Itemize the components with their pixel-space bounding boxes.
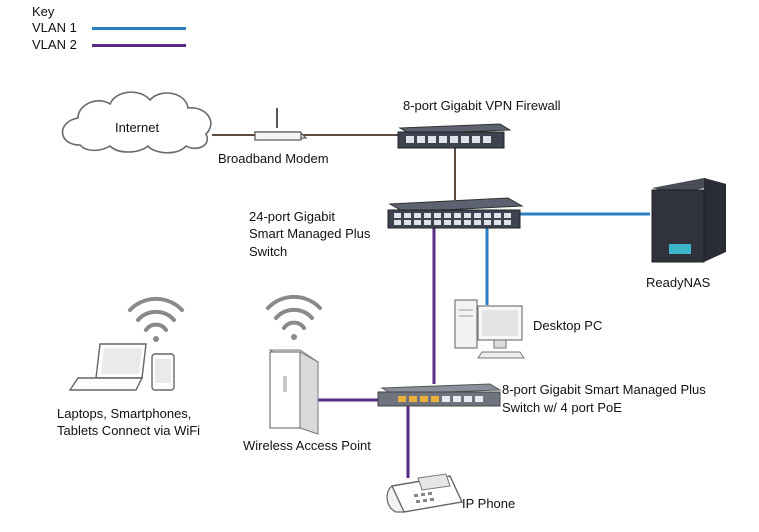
switch24-icon [387, 197, 524, 229]
label-desktop-pc: Desktop PC [533, 318, 603, 333]
port [453, 396, 461, 402]
label-switch24-line3: Switch [249, 244, 288, 259]
label-switch8-line1: 8-port Gigabit Smart Managed Plus [502, 382, 706, 397]
port [444, 220, 451, 225]
label-readynas: ReadyNAS [646, 275, 711, 290]
port [494, 220, 501, 225]
laptop-icon [68, 343, 147, 391]
wifi-icon-clients [128, 296, 184, 342]
port [484, 213, 491, 218]
switch8-poe-icon [377, 383, 502, 407]
label-switch8-line2: Switch w/ 4 port PoE [502, 400, 622, 415]
port [414, 213, 421, 218]
port [454, 213, 461, 218]
port [394, 220, 401, 225]
port [483, 136, 491, 143]
readynas-icon [651, 178, 726, 263]
port [431, 396, 439, 402]
port [428, 136, 436, 143]
legend-label-vlan1: VLAN 1 [32, 20, 77, 35]
legend-title: Key [32, 4, 55, 19]
port [439, 136, 447, 143]
port [414, 220, 421, 225]
broadband-modem-icon [253, 108, 308, 141]
port [434, 220, 441, 225]
port [484, 220, 491, 225]
port [442, 396, 450, 402]
label-broadband-modem: Broadband Modem [218, 151, 329, 166]
port [424, 213, 431, 218]
port [434, 213, 441, 218]
wifi-icon-ap [266, 294, 322, 340]
label-switch24-line1: 24-port Gigabit [249, 209, 335, 224]
wireless-access-point-icon [268, 349, 320, 435]
vpn-firewall-icon [397, 123, 512, 149]
ip-phone-icon [386, 473, 464, 513]
port [406, 136, 414, 143]
port [404, 213, 411, 218]
port [472, 136, 480, 143]
port [475, 396, 483, 402]
port [504, 213, 511, 218]
port [461, 136, 469, 143]
port [474, 213, 481, 218]
label-clients-line1: Laptops, Smartphones, [57, 406, 192, 421]
port [398, 396, 406, 402]
label-ip-phone: IP Phone [462, 496, 516, 511]
port [424, 220, 431, 225]
port [474, 220, 481, 225]
label-wireless-access-point: Wireless Access Point [243, 438, 371, 453]
label-vpn-firewall: 8-port Gigabit VPN Firewall [403, 98, 561, 113]
label-switch24-line2: Smart Managed Plus [249, 226, 371, 241]
port [494, 213, 501, 218]
legend-line-vlan2 [92, 44, 186, 47]
internet-cloud-icon [61, 91, 212, 154]
port [444, 213, 451, 218]
port [504, 220, 511, 225]
port [404, 220, 411, 225]
port [454, 220, 461, 225]
port [394, 213, 401, 218]
desktop-pc-icon [454, 299, 525, 359]
port [464, 220, 471, 225]
port [450, 136, 458, 143]
port [420, 396, 428, 402]
port [464, 213, 471, 218]
legend-line-vlan1 [92, 27, 186, 30]
label-internet: Internet [115, 120, 160, 135]
smartphone-icon [151, 353, 175, 391]
port [464, 396, 472, 402]
port [417, 136, 425, 143]
port [409, 396, 417, 402]
legend-label-vlan2: VLAN 2 [32, 37, 77, 52]
label-clients-line2: Tablets Connect via WiFi [57, 423, 201, 438]
